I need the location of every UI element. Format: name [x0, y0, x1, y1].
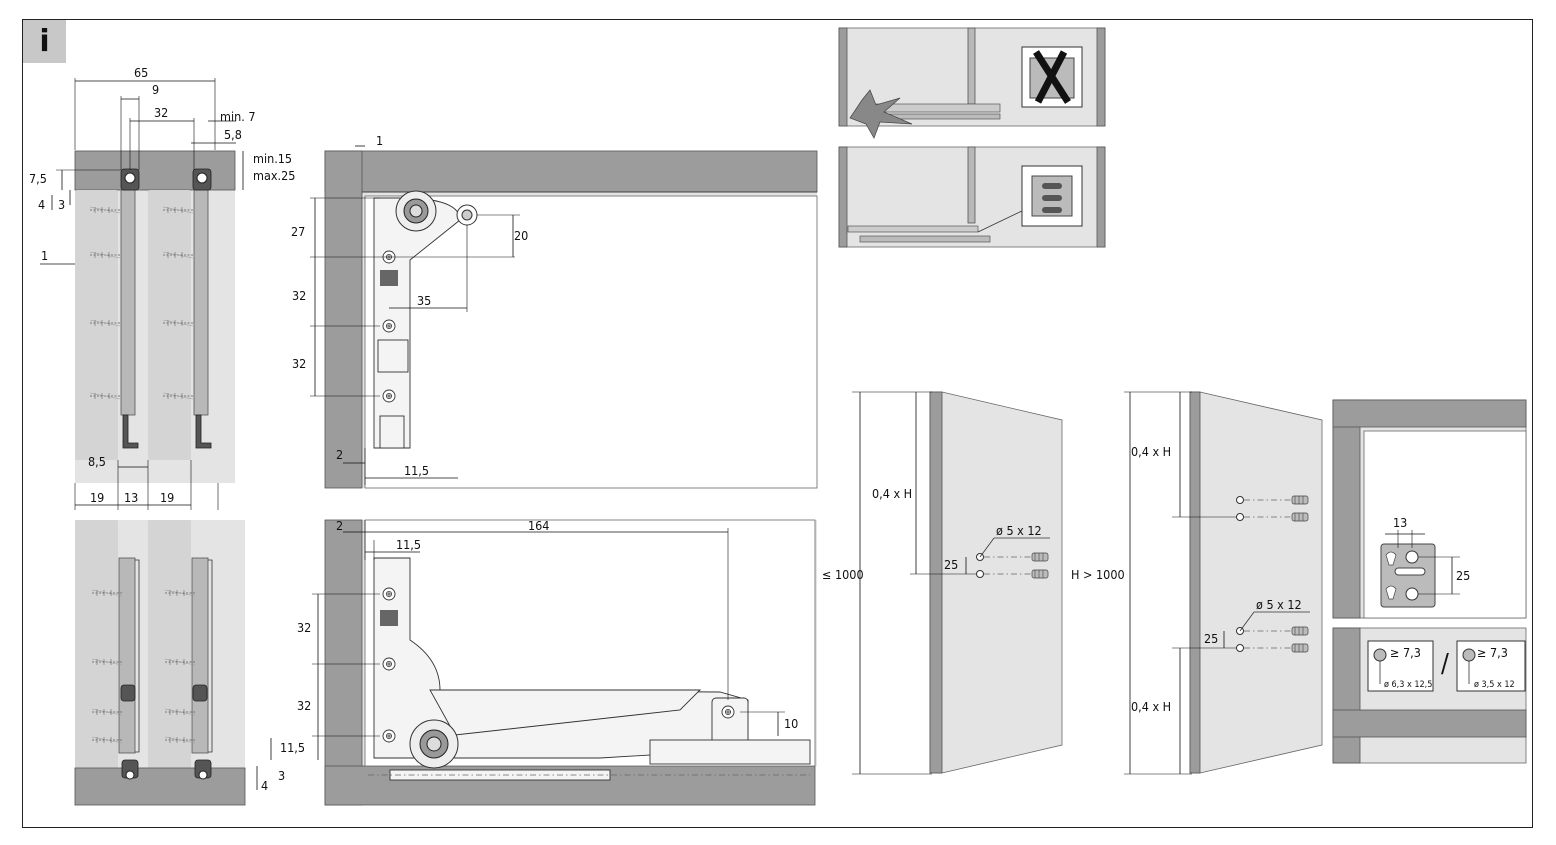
- fig1-dim-8-5: 8,5: [88, 454, 106, 469]
- fig2-dim-32b: 32: [292, 356, 306, 371]
- fig7-door-small: ≤ 1000 0,4 x H 25 ø 5 x 12: [822, 391, 1063, 775]
- fig1-dim-19b: 19: [160, 490, 174, 505]
- fig2-dim-2: 2: [336, 447, 343, 462]
- fig4-dim-32a: 32: [297, 620, 311, 635]
- fig1-dim-19a: 19: [90, 490, 104, 505]
- fig7-dim-le1000: ≤ 1000: [822, 567, 864, 582]
- fig4-dim-32b: 32: [297, 698, 311, 713]
- info-tab: i: [23, 20, 66, 63]
- fig4-dim-10: 10: [784, 716, 798, 731]
- fig4-dim-11-5: 11,5: [396, 537, 421, 552]
- fig1-dim-7-5: 7,5: [29, 171, 47, 186]
- fig1-section-top: 65 9 32 min. 7 5,8 min.15 max.25 7,5 4 3…: [29, 65, 295, 510]
- fig3-dim-11-5: 11,5: [280, 740, 305, 755]
- fig9-bracket-detail: 13 25 ≥ 7,3 ø 6,3 x 12,5 / ≥ 7,3 ø 3,5 x…: [1332, 399, 1527, 764]
- fig1-dim-5-8: 5,8: [224, 127, 242, 142]
- fig8-dim-0-4h-bot: 0,4 x H: [1131, 699, 1171, 714]
- fig8-door-large: H > 1000 0,4 x H 0,4 x H 25 ø 5 x 12: [1071, 391, 1323, 775]
- fig7-dim-hole: ø 5 x 12: [996, 523, 1042, 538]
- fig8-dim-hole: ø 5 x 12: [1256, 597, 1302, 612]
- fig1-dim-65: 65: [134, 65, 148, 80]
- fig7-dim-25: 25: [944, 557, 958, 572]
- fig3-dim-3: 3: [278, 768, 285, 783]
- fig1-dim-32: 32: [154, 105, 168, 120]
- fig9-dim-13: 13: [1393, 515, 1407, 530]
- fig9-screw1-depth: ≥ 7,3: [1390, 645, 1421, 660]
- fig9-screw2-depth: ≥ 7,3: [1477, 645, 1508, 660]
- fig1-dim-3: 3: [58, 197, 65, 212]
- fig4-dim-2: 2: [336, 518, 343, 533]
- drawing-frame: [22, 19, 1533, 828]
- fig2-dim-11-5: 11,5: [404, 463, 429, 478]
- fig9-dim-25: 25: [1456, 568, 1470, 583]
- fig7-dim-0-4h: 0,4 x H: [872, 486, 912, 501]
- fig9-separator: /: [1441, 649, 1449, 679]
- fig1-dim-4: 4: [38, 197, 45, 212]
- fig3-section-bottom: 11,5 4 3: [74, 520, 305, 806]
- fig2-top-fitting: 1 27 32 32 20 35 2 11,5: [291, 133, 818, 489]
- fig8-dim-25: 25: [1204, 631, 1218, 646]
- fig8-dim-0-4h-top: 0,4 x H: [1131, 444, 1171, 459]
- fig9-screw1-size: ø 6,3 x 12,5: [1384, 680, 1432, 690]
- fig2-dim-32a: 32: [292, 288, 306, 303]
- fig1-dim-max25: max.25: [253, 168, 295, 183]
- fig6-right-mount: [838, 146, 1106, 248]
- fig2-dim-27: 27: [291, 224, 305, 239]
- fig1-dim-min7: min. 7: [220, 109, 256, 124]
- fig1-dim-13: 13: [124, 490, 138, 505]
- fig9-screw2-size: ø 3,5 x 12: [1474, 680, 1515, 690]
- fig1-dim-min15: min.15: [253, 151, 292, 166]
- fig1-dim-1: 1: [41, 248, 48, 263]
- fig2-dim-1: 1: [376, 133, 383, 148]
- fig8-dim-h1000: H > 1000: [1071, 567, 1125, 582]
- fig3-dim-4: 4: [261, 778, 268, 793]
- fig5-wrong-mount: [838, 27, 1106, 139]
- fig2-dim-35: 35: [417, 293, 431, 308]
- fig2-dim-20: 20: [514, 228, 528, 243]
- fig4-bottom-fitting: 2 11,5 164 32 32 10: [297, 518, 817, 806]
- fig4-dim-164: 164: [528, 518, 549, 533]
- fig1-dim-9: 9: [152, 82, 159, 97]
